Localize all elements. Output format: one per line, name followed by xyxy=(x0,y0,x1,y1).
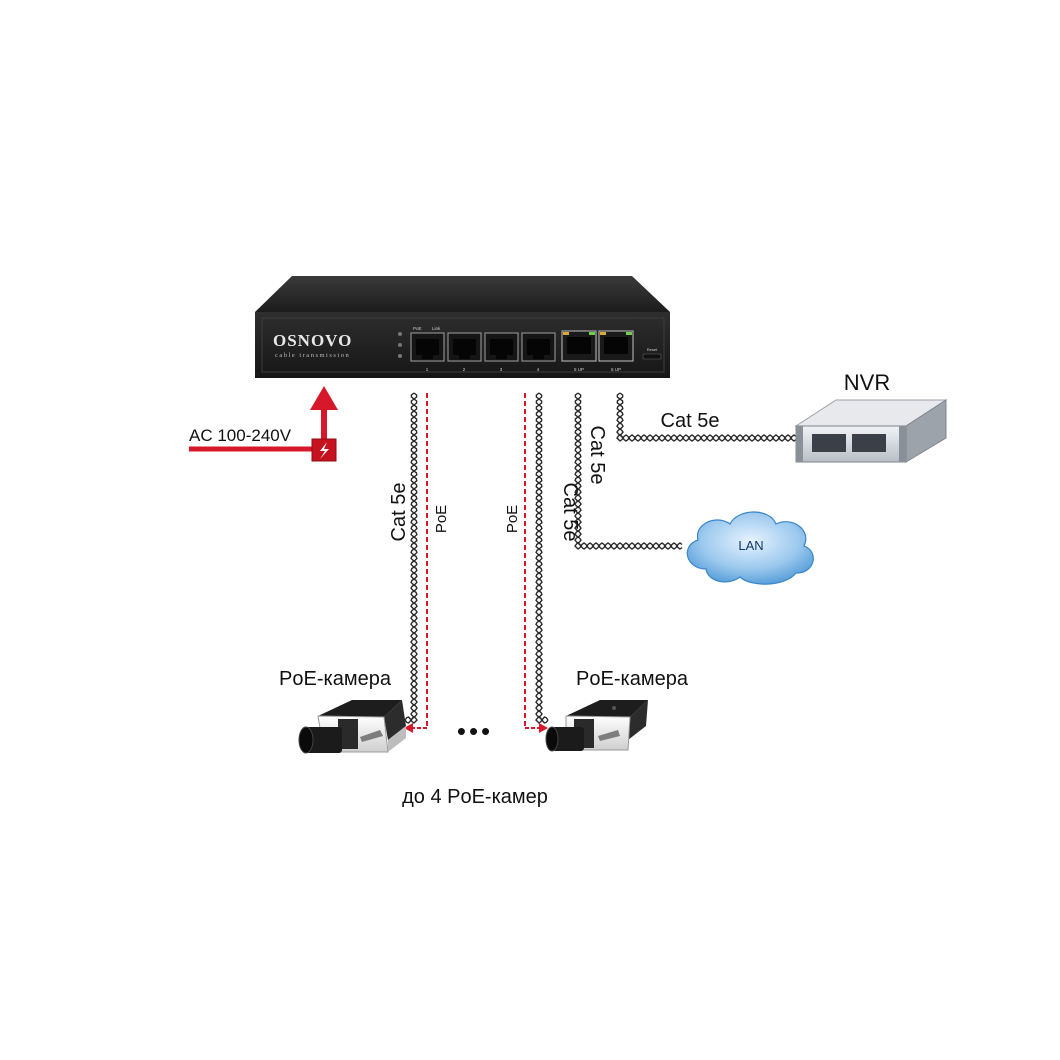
rj45-socket-icon xyxy=(567,337,591,354)
status-led-icon xyxy=(398,354,402,358)
ellipsis: ••• xyxy=(457,716,493,746)
rj45-socket-icon xyxy=(453,339,476,355)
power-input: AC 100-240V xyxy=(189,386,338,462)
led-label-poe: PoE xyxy=(413,326,422,331)
cable-port4-camera-right-strand-1 xyxy=(535,392,549,724)
cable-uplink5-lan-strand-1 xyxy=(574,392,683,550)
reset-button-icon xyxy=(642,353,662,360)
poe-label-right: PoE xyxy=(504,505,521,533)
svg-text:6 UP: 6 UP xyxy=(611,367,621,372)
poe-switch: OSNOVO cable transmission PoE Link 1 2 3 xyxy=(255,276,670,378)
cable-label-left: Cat 5e xyxy=(388,483,410,542)
camera-lens-icon xyxy=(306,727,342,753)
poe-label-left: PoE xyxy=(433,505,450,533)
lightning-icon xyxy=(320,442,329,459)
power-arrow-icon xyxy=(310,386,338,410)
power-label: AC 100-240V xyxy=(189,426,292,445)
lan-cloud: LAN xyxy=(686,511,814,585)
poe-port-3: 3 xyxy=(484,332,519,372)
arrow-right-icon xyxy=(539,723,548,733)
rj45-socket-icon xyxy=(416,339,439,355)
nvr-device: NVR xyxy=(794,370,948,463)
switch-brand-subtitle: cable transmission xyxy=(275,352,350,359)
camera-right-label: PoE-камера xyxy=(576,668,689,690)
svg-text:2: 2 xyxy=(463,367,466,372)
svg-text:4: 4 xyxy=(537,367,540,372)
svg-text:5 UP: 5 UP xyxy=(574,367,584,372)
nvr-drive-bay-icon xyxy=(852,434,886,452)
uplink-port-6: 6 UP xyxy=(598,330,634,372)
status-led-icon xyxy=(398,343,402,347)
led-label-link: Link xyxy=(432,326,441,331)
cable-uplink6-nvr-strand-1 xyxy=(616,392,797,442)
rj45-socket-icon xyxy=(604,337,628,354)
uplink-port-5: 5 UP xyxy=(561,330,597,372)
switch-brand-logo: OSNOVO xyxy=(273,331,352,350)
camera-left-label: PoE-камера xyxy=(279,668,392,690)
svg-text:3: 3 xyxy=(500,367,503,372)
nvr-drive-bay-icon xyxy=(812,434,846,452)
cable-label-lan: Cat 5e xyxy=(586,426,608,485)
nvr-label: NVR xyxy=(844,370,890,395)
poe-power-lines xyxy=(404,393,548,733)
rj45-socket-icon xyxy=(527,339,550,355)
svg-text:1: 1 xyxy=(426,367,429,372)
reset-label: Reset xyxy=(647,347,658,352)
camera-lens-icon xyxy=(552,727,584,751)
cable-port1-camera-left-strand-1 xyxy=(404,392,418,724)
cable-label-nvr: Cat 5e xyxy=(661,410,720,432)
lan-label: LAN xyxy=(738,538,763,553)
rj45-socket-icon xyxy=(490,339,513,355)
footer-label: до 4 PoE-камер xyxy=(402,786,548,808)
poe-port-1: 1 xyxy=(410,332,445,372)
cable-label-right: Cat 5e xyxy=(559,483,581,542)
switch-top-face xyxy=(255,276,670,312)
status-led-icon xyxy=(398,332,402,336)
cable-port1-camera-left-strand-2 xyxy=(404,392,418,724)
cable-uplink5-lan-strand-2 xyxy=(574,392,683,550)
cable-uplink6-nvr-strand-2 xyxy=(616,392,797,442)
poe-port-2: 2 xyxy=(447,332,482,372)
arrow-left-icon xyxy=(404,723,413,733)
cables xyxy=(404,392,797,724)
poe-port-4: 4 xyxy=(521,332,556,372)
poe-camera-right: PoE-камера xyxy=(545,668,689,752)
cloud-icon xyxy=(686,511,814,585)
cable-port4-camera-right-strand-2 xyxy=(535,392,549,724)
poe-camera-left: PoE-камера xyxy=(279,668,406,754)
